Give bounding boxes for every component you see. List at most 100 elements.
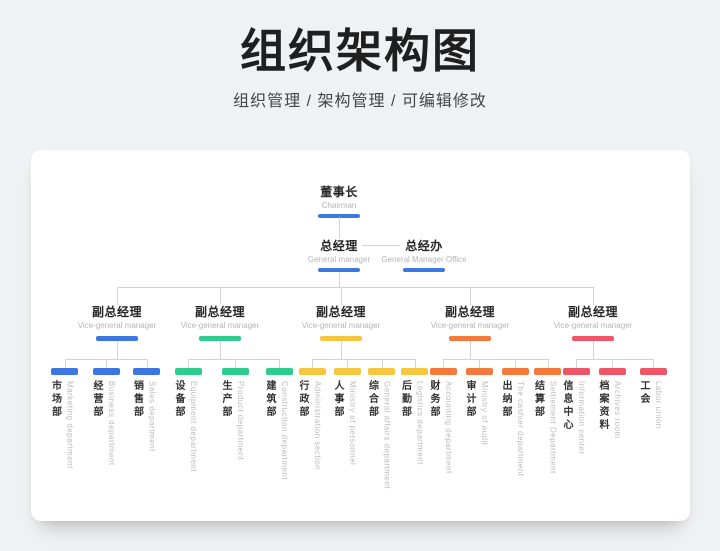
connector-line bbox=[576, 359, 653, 360]
connector-line bbox=[470, 341, 471, 359]
vp-node: 副总经理 Vice-general manager bbox=[548, 305, 638, 341]
dept-label-en: Ministry of audit bbox=[480, 381, 489, 446]
connector-line bbox=[443, 359, 444, 368]
dept-label-en: Sales department bbox=[147, 381, 157, 452]
gm-office-label-en: General Manager Office bbox=[381, 255, 467, 264]
connector-line bbox=[64, 359, 66, 368]
vp-label-zh: 副总经理 bbox=[91, 305, 142, 319]
connector-line bbox=[220, 287, 221, 305]
dept-bar bbox=[221, 368, 249, 375]
general-manager-node: 总经理 General manager bbox=[279, 239, 399, 272]
gm-office-label-zh: 总经办 bbox=[405, 239, 443, 253]
connector-line bbox=[381, 359, 383, 368]
dept-bar bbox=[174, 368, 202, 375]
vp-node: 副总经理 Vice-general manager bbox=[72, 305, 162, 341]
dept-label-en: Business department bbox=[107, 381, 116, 466]
dept-bar bbox=[562, 368, 590, 375]
dept-node: 人事部 Ministry of personnel bbox=[331, 380, 357, 465]
connector-line bbox=[188, 359, 189, 368]
dept-label-en: Settlement Department bbox=[548, 381, 558, 474]
chairman-label-zh: 董事长 bbox=[320, 185, 358, 199]
dept-label-en: Logistics department bbox=[415, 381, 425, 465]
vp-label-en: Vice-general manager bbox=[77, 321, 157, 330]
dept-bar bbox=[298, 368, 326, 375]
dept-label-en: General affairs department bbox=[382, 381, 392, 490]
dept-label-zh: 销售部 bbox=[131, 380, 143, 419]
general-manager-label-en: General manager bbox=[307, 255, 371, 264]
page-header: 组织架构图 组织管理 / 架构管理 / 可编辑修改 bbox=[0, 24, 720, 111]
connector-line bbox=[347, 359, 348, 368]
dept-bar bbox=[333, 368, 361, 375]
dept-node: 档案资料 Archives room bbox=[596, 380, 622, 439]
dept-bar bbox=[51, 368, 78, 375]
dept-bar bbox=[133, 368, 160, 375]
connector-line bbox=[117, 287, 118, 305]
connector-line bbox=[106, 359, 107, 368]
connector-line bbox=[414, 359, 416, 368]
dept-label-zh: 出纳部 bbox=[500, 380, 511, 419]
chairman-node: 董事长 Chairman bbox=[279, 185, 399, 218]
connector-line bbox=[612, 359, 613, 368]
connector-line bbox=[547, 359, 549, 368]
connector-line bbox=[470, 287, 471, 305]
dept-node: 结算部 Settlement Department bbox=[532, 380, 558, 474]
connector-line bbox=[479, 359, 480, 368]
dept-node: 财务部 Accounting department bbox=[427, 380, 453, 474]
vp-label-en: Vice-general manager bbox=[553, 321, 633, 330]
connector-line bbox=[576, 359, 577, 368]
dept-label-zh: 结算部 bbox=[532, 380, 544, 419]
general-manager-underline-bar bbox=[318, 268, 360, 272]
dept-bar bbox=[598, 368, 626, 375]
connector-line bbox=[117, 341, 118, 359]
vp-underline-bar bbox=[320, 336, 362, 341]
dept-bar bbox=[401, 368, 428, 375]
dept-node: 销售部 Sales department bbox=[131, 380, 157, 452]
dept-label-en: Archives room bbox=[613, 381, 622, 439]
connector-line bbox=[515, 359, 516, 368]
vp-underline-bar bbox=[572, 336, 614, 341]
vp-node: 副总经理 Vice-general manager bbox=[425, 305, 515, 341]
connector-line bbox=[220, 341, 221, 359]
connector-line bbox=[443, 359, 548, 360]
page-subtitle: 组织管理 / 架构管理 / 可编辑修改 bbox=[233, 93, 487, 110]
dept-label-zh: 行政部 bbox=[297, 380, 308, 419]
connector-line bbox=[312, 359, 415, 360]
vp-label-en: Vice-general manager bbox=[430, 321, 510, 330]
dept-bar bbox=[429, 368, 457, 375]
vp-label-zh: 副总经理 bbox=[444, 305, 495, 319]
dept-label-en: Ministry of personnel bbox=[348, 381, 357, 466]
page-title: 组织架构图 bbox=[240, 25, 480, 77]
connector-line bbox=[593, 287, 594, 305]
vp-label-en: Vice-general manager bbox=[301, 321, 381, 330]
org-chart: 董事长 Chairman 总经理 General manager 总经办 Gen… bbox=[31, 150, 690, 521]
dept-label-en: Marketing department bbox=[65, 381, 75, 469]
dept-label-zh: 设备部 bbox=[173, 380, 184, 419]
dept-label-zh: 财务部 bbox=[428, 380, 439, 419]
dept-bar bbox=[639, 368, 667, 375]
dept-label-en: Administration section bbox=[313, 381, 322, 471]
vp-underline-bar bbox=[199, 336, 241, 341]
dept-bar bbox=[465, 368, 493, 375]
connector-line bbox=[653, 359, 654, 368]
dept-label-en: Accounting department bbox=[444, 381, 453, 474]
dept-label-zh: 档案资料 bbox=[597, 380, 608, 432]
dept-label-zh: 人事部 bbox=[332, 380, 343, 419]
dept-node: 行政部 Administration section bbox=[296, 380, 322, 470]
vp-label-zh: 副总经理 bbox=[315, 305, 366, 319]
chairman-label-en: Chairman bbox=[321, 201, 357, 210]
vp-underline-bar bbox=[449, 336, 491, 341]
connector-line bbox=[362, 245, 400, 246]
vp-node: 副总经理 Vice-general manager bbox=[296, 305, 386, 341]
vp-label-zh: 副总经理 bbox=[567, 305, 618, 319]
connector-line bbox=[188, 359, 279, 360]
